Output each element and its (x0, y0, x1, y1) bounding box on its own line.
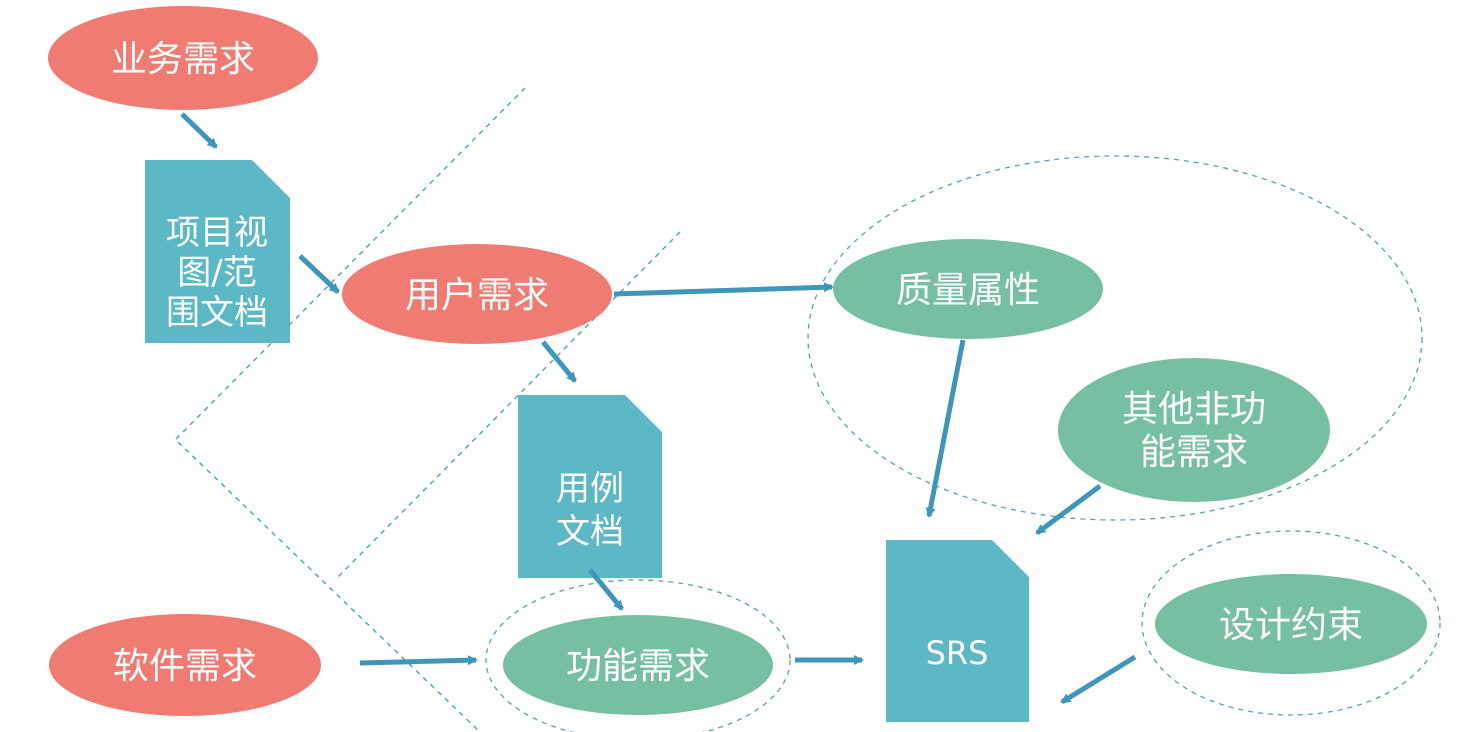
constraint-group-ring (1141, 530, 1441, 716)
design-constraints-label: 设计约束 (1219, 605, 1363, 646)
arrow-constraints-to-srs (1060, 654, 1137, 705)
arrow-vision-to-user (298, 254, 340, 294)
nonfunctional-group-ring (807, 155, 1423, 521)
quality-attributes-label: 质量属性 (896, 270, 1040, 311)
arrow-user-to-quality (613, 282, 834, 297)
srs-document: SRS (886, 540, 1029, 722)
guide-line-lower (334, 231, 681, 581)
use-case-document: 用例 文档 (518, 395, 662, 578)
user-requirements-label: 用户需求 (405, 275, 549, 316)
other-nonfunctional-label-2: 能需求 (1140, 432, 1248, 473)
software-requirements-label: 软件需求 (113, 646, 257, 687)
functional-group-ring (485, 579, 791, 732)
other-nonfunctional-label-1: 其他非功 (1122, 389, 1266, 430)
use-case-label-1: 用例 (556, 469, 624, 509)
business-requirements-node: 业务需求 (48, 6, 318, 110)
vision-scope-label-2: 图/范 (177, 253, 256, 293)
other-nonfunctional-node: 其他非功 能需求 (1058, 358, 1330, 502)
arrow-nonfunctional-to-srs (1035, 483, 1102, 536)
functional-requirements-node: 功能需求 (503, 615, 773, 715)
vision-scope-label-1: 项目视 (166, 213, 268, 253)
srs-label: SRS (926, 634, 989, 672)
arrow-user-to-usecase (541, 340, 577, 383)
guide-line-upper (174, 87, 526, 441)
functional-requirements-label: 功能需求 (566, 646, 710, 687)
software-requirements-node: 软件需求 (49, 614, 321, 716)
arrow-software-to-functional (359, 655, 478, 666)
arrow-usecase-to-functional (588, 568, 624, 611)
quality-attributes-node: 质量属性 (833, 239, 1103, 339)
design-constraints-node: 设计约束 (1155, 574, 1427, 674)
arrow-business-to-vision (180, 112, 218, 149)
business-requirements-label: 业务需求 (111, 39, 255, 80)
use-case-label-2: 文档 (556, 512, 624, 552)
user-requirements-node: 用户需求 (342, 244, 612, 344)
vision-scope-label-3: 围文档 (166, 293, 268, 333)
arrow-quality-to-srs (925, 339, 966, 518)
vision-scope-document: 项目视 图/范 围文档 (145, 160, 290, 343)
